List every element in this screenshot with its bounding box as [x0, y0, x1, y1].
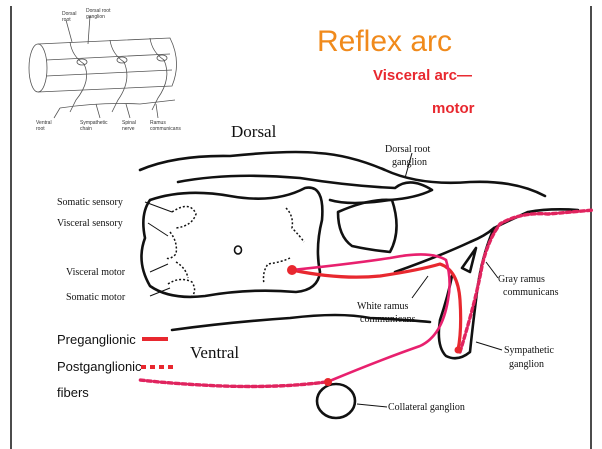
- leader-somatic-sensory: [145, 202, 172, 212]
- label-white-ramus-1: White ramus: [357, 301, 408, 312]
- label-somatic-motor: Somatic motor: [66, 292, 126, 303]
- label-dorsal: Dorsal: [231, 122, 277, 141]
- label-somatic-sensory: Somatic sensory: [57, 197, 123, 208]
- label-dorsal-root-ganglion-1: Dorsal root: [385, 144, 430, 155]
- leader-white-ramus: [412, 276, 428, 298]
- label-ventral: Ventral: [190, 343, 239, 362]
- label-visceral-sensory: Visceral sensory: [57, 218, 123, 229]
- label-collateral-ganglion: Collateral ganglion: [388, 402, 465, 413]
- inset-ganglion-3: [157, 55, 167, 61]
- slide-subtitle-line2: motor: [432, 100, 475, 117]
- label-gray-ramus-2: communicans: [503, 287, 559, 298]
- anatomy-outlines: [140, 152, 578, 418]
- label-sympathetic-1: Sympathetic: [504, 345, 555, 356]
- inset-label-spinal-2: nerve: [122, 126, 135, 132]
- synapse-dot-collateral: [324, 378, 332, 386]
- label-dorsal-root-ganglion-2: ganglion: [392, 157, 427, 168]
- somatic-sensory-horn: [172, 206, 196, 228]
- gray-ramus-triangle: [462, 248, 476, 272]
- inset-labels: Dorsal root Dorsal root ganglion Ventral…: [36, 8, 181, 132]
- inset-spinal-cord-illustration: [29, 16, 177, 118]
- inset-label-ramus-2: communicans: [150, 126, 181, 132]
- legend-preganglionic: Preganglionic: [57, 332, 136, 347]
- inset-nerve-2: [110, 40, 127, 112]
- leader-visceral-sensory: [148, 223, 168, 236]
- spinal-cord-outline: [141, 188, 322, 297]
- inset-ganglion-2: [117, 57, 127, 63]
- central-canal: [235, 246, 242, 254]
- inset-label-leaders: [54, 16, 158, 118]
- leader-visceral-motor: [150, 264, 168, 272]
- inset-nerve-3: [150, 38, 167, 110]
- slide-title: Reflex arc: [317, 25, 452, 58]
- label-visceral-motor: Visceral motor: [66, 267, 126, 278]
- visceral-motor-horn: [176, 262, 188, 278]
- right-dorsal-horn: [286, 208, 304, 242]
- label-sympathetic-2: ganglion: [509, 359, 544, 370]
- synapse-dot-sympathetic: [455, 347, 462, 354]
- right-ventral-horn: [264, 258, 291, 284]
- leader-collateral: [357, 404, 387, 407]
- dorsal-body-outline: [140, 152, 545, 196]
- legend: Preganglionic Postganglionic fibers: [57, 332, 173, 400]
- leader-sympathetic: [476, 342, 502, 350]
- collateral-ganglion: [317, 384, 355, 418]
- legend-postganglionic: Postganglionic: [57, 359, 142, 374]
- inset-cord-body: [38, 38, 177, 92]
- legend-fibers: fibers: [57, 385, 89, 400]
- inset-ganglion-1: [77, 59, 87, 65]
- inset-label-drg-2: ganglion: [86, 14, 105, 20]
- inset-label-ventral-2: root: [36, 126, 45, 132]
- inset-label-sympathetic-2: chain: [80, 126, 92, 132]
- slide-subtitle-line1: Visceral arc—: [373, 67, 472, 84]
- label-gray-ramus-1: Gray ramus: [498, 274, 545, 285]
- inset-cord-groove: [46, 54, 172, 76]
- synapse-dot-cord: [287, 265, 297, 275]
- label-white-ramus-2: communicans: [360, 314, 416, 325]
- postganglionic-collateral-fiber: [140, 380, 326, 387]
- inset-cord-left-end: [29, 44, 47, 92]
- inset-nerve-1: [70, 42, 87, 112]
- inset-label-root: root: [62, 17, 71, 23]
- spinal-nerve-outline: [338, 200, 397, 252]
- leader-gray-ramus: [486, 262, 498, 278]
